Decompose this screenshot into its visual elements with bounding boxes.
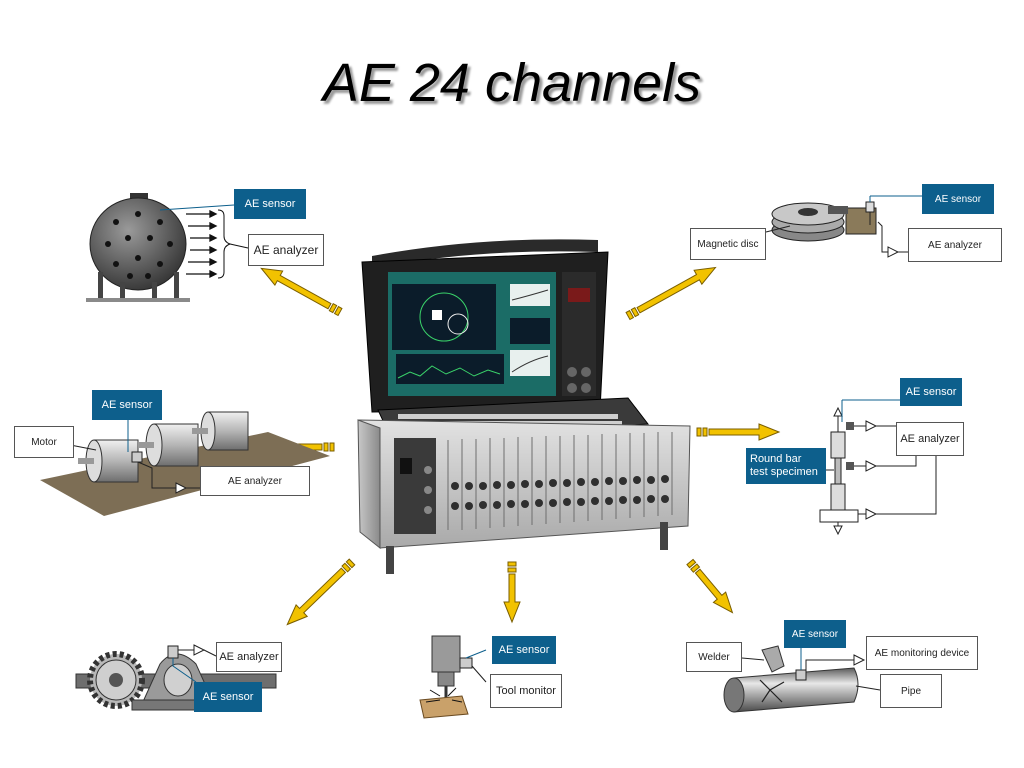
disc-sensor-label: AE sensor	[922, 184, 994, 214]
ae-instrument	[357, 239, 691, 574]
motor-box: Motor	[14, 426, 74, 458]
tool-monitor-box: Tool monitor	[490, 674, 562, 708]
motor-analyzer-box: AE analyzer	[200, 466, 310, 496]
channel-slots	[447, 432, 673, 530]
round-bar-label: Round bar test specimen	[746, 448, 826, 484]
round-bar-line1: Round bar	[750, 453, 802, 465]
vessel-analyzer-box: AE analyzer	[248, 234, 324, 266]
bar-sensor-label: AE sensor	[900, 378, 962, 406]
pipe-box: Pipe	[880, 674, 942, 708]
ae-monitoring-device-box: AE monitoring device	[866, 636, 978, 670]
bearing-sensor-label: AE sensor	[194, 682, 262, 712]
arrow-to-round-bar	[696, 423, 781, 441]
motor-sensor-label: AE sensor	[92, 390, 162, 420]
page-title: AE 24 channels	[322, 53, 702, 113]
arrow-to-pipe	[686, 558, 734, 614]
round-bar-line2: test specimen	[750, 466, 818, 478]
vessel-sensor-label: AE sensor	[234, 189, 306, 219]
welder-box: Welder	[686, 642, 742, 672]
pipe-sensor-label: AE sensor	[784, 620, 846, 648]
disc-analyzer-box: AE analyzer	[908, 228, 1002, 262]
motor-assembly	[40, 411, 330, 516]
welded-pipe	[723, 645, 881, 713]
tool-sensor-label: AE sensor	[492, 636, 556, 664]
bearing-analyzer-box: AE analyzer	[216, 642, 282, 672]
machining-tool	[419, 635, 487, 719]
pressure-vessel	[86, 193, 249, 302]
bar-analyzer-box: AE analyzer	[896, 422, 964, 456]
magnetic-disc-assembly	[765, 195, 922, 258]
magnetic-disc-box: Magnetic disc	[690, 228, 766, 260]
arrow-to-vessel	[260, 267, 343, 317]
round-bar-test	[808, 399, 937, 536]
arrow-to-disc	[625, 266, 717, 321]
arrow-to-tool	[503, 561, 521, 624]
arrow-to-bearing	[286, 558, 356, 626]
